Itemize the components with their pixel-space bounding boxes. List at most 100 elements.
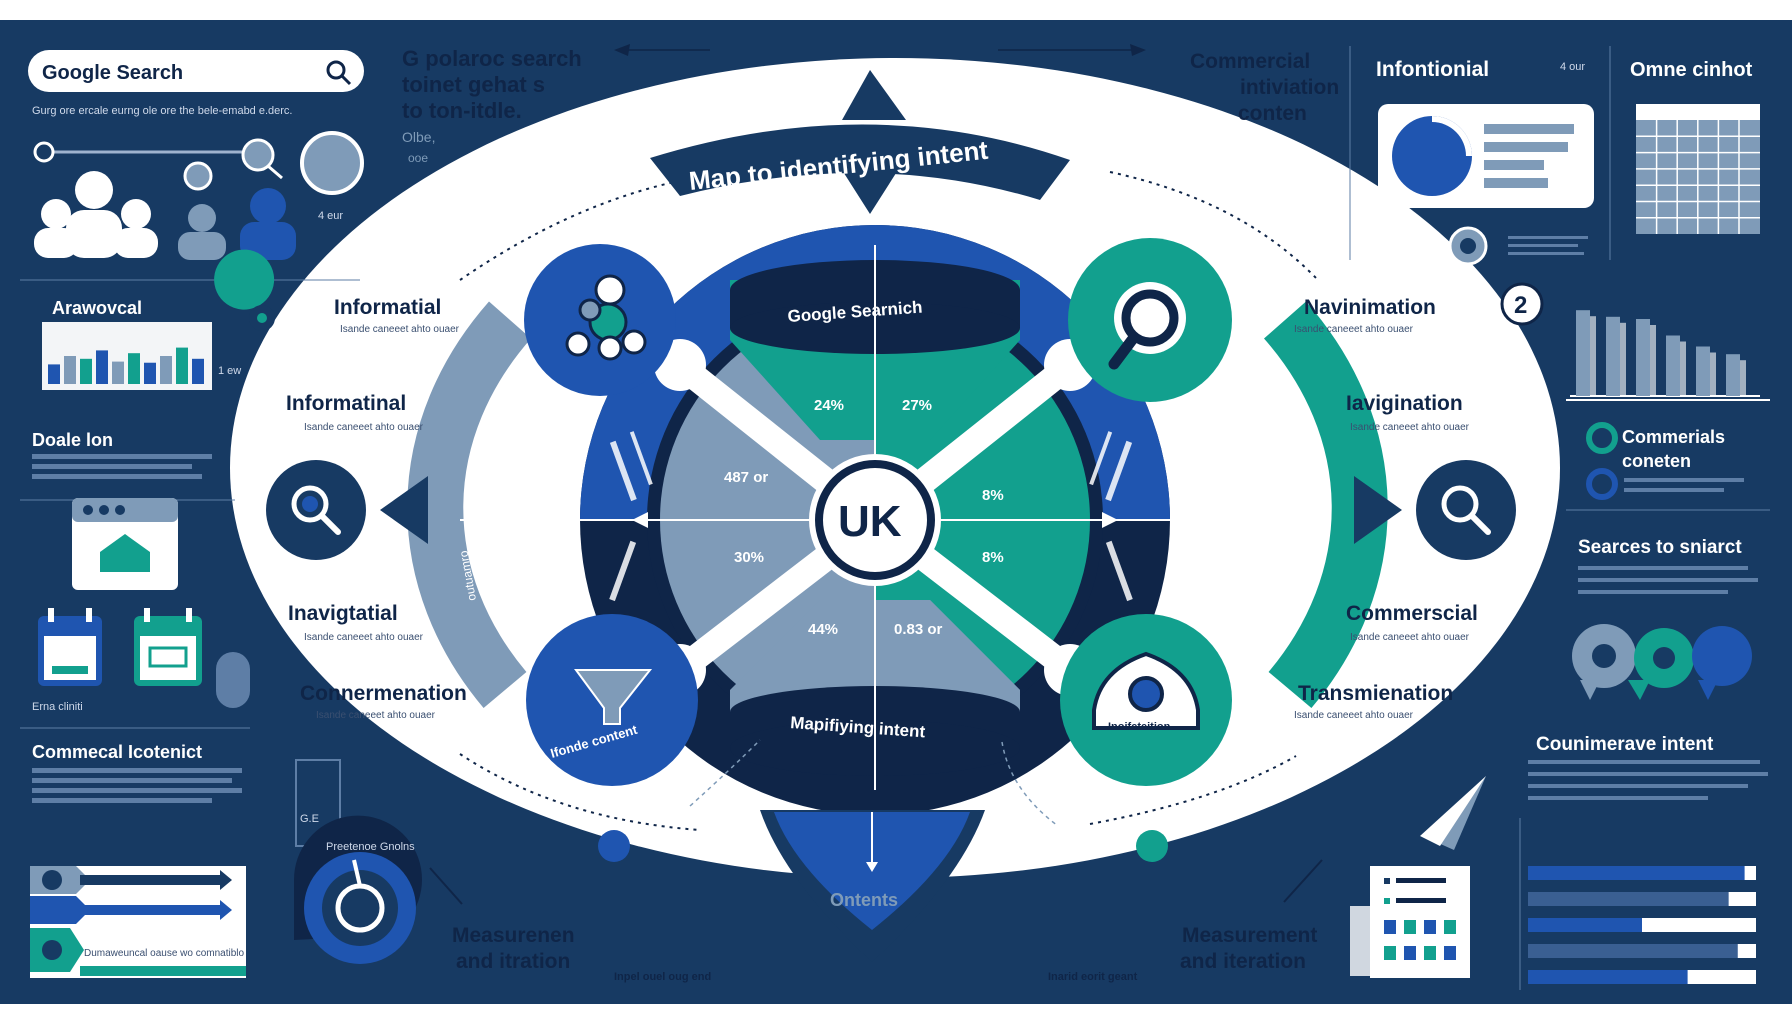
right-legend-1: Commerials (1622, 427, 1725, 447)
right-section-2: Counimerave intent (1536, 734, 1714, 755)
label-right-4: Transmienation (1298, 682, 1453, 705)
left-measurement-label: Measurenen (452, 924, 575, 947)
left-section-2: Erna cliniti (32, 701, 83, 713)
pct-top-left: 24% (814, 397, 844, 414)
svg-text:toinet gehat s: toinet gehat s (402, 72, 545, 97)
left-chart-bar (176, 347, 188, 384)
ranked-list: Dumaweuncal oause wo comnatiblo (30, 866, 246, 978)
right-chart-bar (1576, 310, 1590, 396)
user-icon-steel (178, 204, 226, 260)
paper-plane-icon (1420, 776, 1486, 850)
legend-dot-teal (1586, 422, 1618, 454)
label-right-3: Commerscial (1346, 602, 1478, 625)
user-icon-blue (240, 188, 296, 260)
left-chart-bar (80, 358, 92, 384)
core-label: UK (838, 497, 902, 546)
label-left-4: Connermenation (300, 682, 467, 705)
svg-text:Isande caneeet ahto ouaer: Isande caneeet ahto ouaer (316, 710, 436, 721)
right-chart-bar (1666, 335, 1680, 396)
label-left-3: Inavigtatial (288, 602, 398, 625)
svg-text:Isande caneeet ahto ouaer: Isande caneeet ahto ouaer (340, 324, 460, 335)
dashboard-card (1350, 866, 1470, 978)
right-section: Searces to sniarct (1578, 537, 1742, 558)
left-search-node (266, 460, 428, 560)
right-chart-bar (1636, 319, 1650, 396)
left-chart-bar (192, 358, 204, 384)
svg-text:Commercial: Commercial (1190, 50, 1310, 73)
label-left-1: Informatial (334, 296, 441, 319)
right-iteration-label: and iteration (1180, 950, 1306, 973)
magnifier-icon (241, 138, 275, 172)
right-search-node (1354, 460, 1516, 560)
left-small-tag: G.E (300, 813, 319, 825)
left-caption: Gurg ore ercale eurng ole ore the bele-e… (32, 105, 293, 117)
location-pins-icon (1572, 624, 1752, 700)
progress-fill (1528, 970, 1688, 984)
location-pin-icon (214, 249, 275, 331)
legend-dot-blue (1586, 468, 1618, 500)
calendar-icon-teal (134, 608, 202, 686)
progress-fill (1528, 918, 1642, 932)
pct-mid-right: 8% (982, 487, 1004, 504)
right-chart-bar (1726, 354, 1740, 396)
svg-text:to ton-itdle.: to ton-itdle. (402, 98, 522, 123)
label-right-2: Iavigination (1346, 392, 1463, 415)
right-chart-bar-shade (1710, 352, 1716, 396)
pct-bottom-right: 0.83 or (894, 621, 943, 638)
step-badge-number: 2 (1514, 292, 1527, 319)
search-input[interactable] (28, 50, 364, 92)
left-chart-bar (48, 364, 60, 384)
step-badge (1500, 282, 1544, 326)
left-chart-bar (112, 361, 124, 384)
lock-label: Inoifeteition (1108, 721, 1171, 733)
calendar-icon-blue (38, 608, 102, 686)
dial-label: Preetenoe Gnolns (326, 841, 415, 853)
right-chart-bar (1696, 346, 1710, 396)
bottom-funnel-label: Ontents (830, 890, 898, 910)
satellite-top-left (524, 244, 676, 396)
left-chart-bar (64, 356, 76, 384)
progress-fill (1528, 866, 1745, 880)
right-chart-bar (1606, 316, 1620, 396)
top-right-note: Commercial intiviation conten (1190, 50, 1339, 125)
pct-mid-left: 487 or (724, 469, 768, 486)
pct-bottom-left: 44% (808, 621, 838, 638)
slider-handle[interactable] (33, 141, 55, 163)
satellite-bottom-right: Inoifeteition (1060, 614, 1232, 786)
pill-icon (216, 652, 250, 708)
left-chart-bar (96, 350, 108, 384)
right-chart-bar-shade (1740, 360, 1746, 396)
right-measurement-label: Measurement (1182, 924, 1317, 947)
label-left-2: Informatinal (286, 392, 406, 415)
svg-text:Isande caneeet ahto ouaer: Isande caneeet ahto ouaer (1350, 632, 1470, 643)
dial-icon (300, 131, 364, 195)
right-legend-1b: coneten (1622, 451, 1691, 471)
svg-text:Isande caneeet ahto ouaer: Isande caneeet ahto ouaer (1294, 710, 1414, 721)
svg-text:Isande caneeet ahto ouaer: Isande caneeet ahto ouaer (304, 422, 424, 433)
search-icon[interactable] (326, 60, 352, 86)
svg-text:Isande caneeet ahto ouaer: Isande caneeet ahto ouaer (1294, 324, 1414, 335)
center-hub: Flonoe olmnel outuamro Ierstyen lomaptre… (266, 70, 1516, 983)
progress-fill (1528, 944, 1738, 958)
pie-report-card (1378, 104, 1594, 208)
satellite-bottom-left: Ifonde content (526, 614, 698, 786)
right-panel: Infontionial 4 our Omne cinhot 2 Commeri… (1180, 46, 1770, 990)
pct-low-right: 8% (982, 549, 1004, 566)
top-arrow-right (998, 44, 1146, 56)
top-arrow-left (614, 44, 710, 56)
left-panel: Google Search Gurg ore ercale eurng ole … (20, 50, 575, 978)
svg-text:conten: conten (1238, 102, 1307, 125)
left-chart-side: 1 ew (218, 365, 241, 377)
top-left-note: G polaroc search toinet gehat s to ton-i… (402, 46, 582, 165)
bottom-content-funnel: Ontents (760, 810, 985, 962)
list-caption: Dumaweuncal oause wo comnatiblo (84, 948, 245, 959)
left-section-1: Doale lon (32, 430, 113, 450)
left-section-3: Commecal Icotenict (32, 742, 202, 762)
progress-fill (1528, 892, 1729, 906)
svg-text:Isande caneeet ahto ouaer: Isande caneeet ahto ouaer (1350, 422, 1470, 433)
dot-blue (598, 830, 630, 862)
svg-text:ooe: ooe (408, 151, 428, 165)
left-outer-arc (407, 301, 532, 709)
left-chart-title: Arawovcal (52, 298, 142, 318)
